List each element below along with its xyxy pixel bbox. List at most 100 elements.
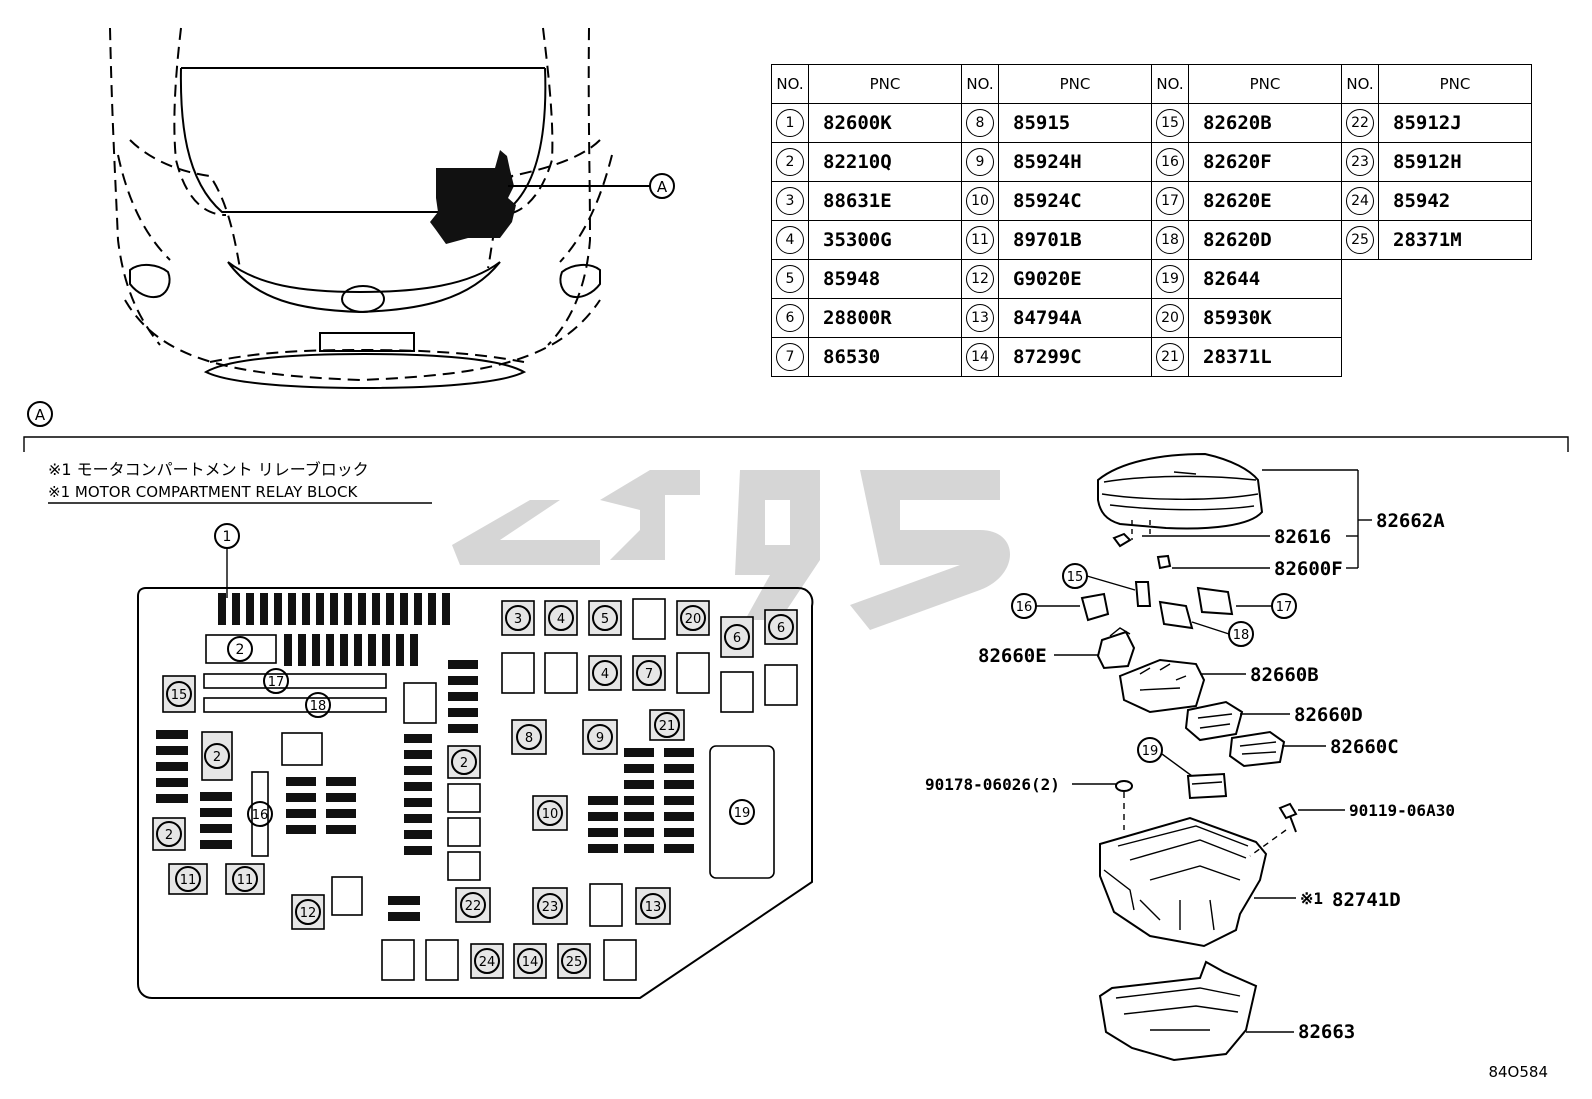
cell-pnc: 87299C xyxy=(998,337,1152,377)
callout-19: 19 xyxy=(1142,744,1159,759)
note-jp: ※1 モータコンパートメント リレーブロック xyxy=(48,460,369,479)
fuse-grid-center xyxy=(286,777,356,834)
cell-no: 12 xyxy=(961,259,999,299)
label-11b: 11 xyxy=(237,873,254,888)
part-number-circle: 15 xyxy=(1156,109,1184,137)
view-marker-a: A xyxy=(657,178,668,196)
cell-no: 10 xyxy=(961,181,999,221)
header-pnc: PNC xyxy=(808,64,962,104)
label-6a: 6 xyxy=(733,631,741,646)
block-mark: ※1 xyxy=(1300,889,1323,908)
cell-no: 20 xyxy=(1151,298,1189,338)
cell-no: 13 xyxy=(961,298,999,338)
exploded-parts: 82662A 82616 82600F 15 16 17 18 82660E 8… xyxy=(925,452,1455,1062)
cell-pnc: 85924H xyxy=(998,142,1152,182)
cell-no: 17 xyxy=(1151,181,1189,221)
cell-empty xyxy=(1342,260,1379,299)
cell-no: 11 xyxy=(961,220,999,260)
part-number-circle: 4 xyxy=(776,226,804,254)
label-15: 15 xyxy=(171,688,188,703)
label-2d: 2 xyxy=(460,756,468,771)
label-24: 24 xyxy=(479,955,496,970)
diagram-code: 84O584 xyxy=(1488,1063,1548,1081)
label-20: 20 xyxy=(685,612,702,627)
fuse-row-second xyxy=(284,634,418,666)
cell-no: 8 xyxy=(961,103,999,143)
cell-pnc: 82644 xyxy=(1188,259,1342,299)
cell-no: 24 xyxy=(1341,181,1379,221)
callout-16: 16 xyxy=(1016,600,1033,615)
part-82662A: 82662A xyxy=(1376,510,1445,532)
cell-empty xyxy=(1379,299,1532,338)
cell-pnc: 82600K xyxy=(808,103,962,143)
part-number-circle: 7 xyxy=(776,343,804,371)
cell-pnc: 85930K xyxy=(1188,298,1342,338)
label-25: 25 xyxy=(566,955,583,970)
part-number-circle: 6 xyxy=(776,304,804,332)
label-9: 9 xyxy=(596,731,604,746)
part-82616: 82616 xyxy=(1274,526,1331,548)
cell-no: 18 xyxy=(1151,220,1189,260)
part-82660D: 82660D xyxy=(1294,704,1363,726)
cell-pnc: 82620B xyxy=(1188,103,1342,143)
cell-pnc: 82620F xyxy=(1188,142,1342,182)
note-en: ※1 MOTOR COMPARTMENT RELAY BLOCK xyxy=(48,483,358,501)
relay-block-layout: 1 2 17 18 xyxy=(137,523,814,999)
cell-no: 2 xyxy=(771,142,809,182)
fuse-grid-right xyxy=(588,748,694,853)
label-19: 19 xyxy=(734,806,751,821)
part-90178: 90178-06026(2) xyxy=(925,775,1060,794)
part-82600F: 82600F xyxy=(1274,558,1343,580)
callout-17: 17 xyxy=(1276,600,1293,615)
label-2b: 2 xyxy=(213,750,221,765)
cell-no: 6 xyxy=(771,298,809,338)
label-18: 18 xyxy=(310,699,327,714)
part-number-circle: 5 xyxy=(776,265,804,293)
part-number-circle: 11 xyxy=(966,226,994,254)
cell-pnc: 85924C xyxy=(998,181,1152,221)
label-14: 14 xyxy=(522,955,539,970)
label-16: 16 xyxy=(252,808,269,823)
part-82660E: 82660E xyxy=(978,645,1047,667)
cell-pnc: 82620E xyxy=(1188,181,1342,221)
cell-pnc: 85915 xyxy=(998,103,1152,143)
part-82741D: 82741D xyxy=(1332,889,1401,911)
header-no: NO. xyxy=(961,64,999,104)
part-number-circle: 22 xyxy=(1346,109,1374,137)
cell-no: 9 xyxy=(961,142,999,182)
section-a-header: A ※1 モータコンパートメント リレーブロック ※1 MOTOR COMPAR… xyxy=(23,401,1569,504)
label-10: 10 xyxy=(542,807,559,822)
cell-pnc: 28800R xyxy=(808,298,962,338)
callout-18: 18 xyxy=(1233,628,1250,643)
header-no: NO. xyxy=(1341,64,1379,104)
cell-pnc: 84794A xyxy=(998,298,1152,338)
cell-no: 16 xyxy=(1151,142,1189,182)
cell-no: 4 xyxy=(771,220,809,260)
label-13: 13 xyxy=(645,900,662,915)
cell-no: 14 xyxy=(961,337,999,377)
part-number-circle: 17 xyxy=(1156,187,1184,215)
part-90119: 90119-06A30 xyxy=(1349,801,1455,820)
part-number-circle: 20 xyxy=(1156,304,1184,332)
header-no: NO. xyxy=(1151,64,1189,104)
cell-no: 7 xyxy=(771,337,809,377)
cell-pnc: 85942 xyxy=(1378,181,1532,221)
label-21: 21 xyxy=(659,719,676,734)
part-number-circle: 9 xyxy=(966,148,994,176)
cell-pnc: 85948 xyxy=(808,259,962,299)
part-number-circle: 18 xyxy=(1156,226,1184,254)
fuse-col-center xyxy=(388,660,478,921)
cell-pnc: 82210Q xyxy=(808,142,962,182)
label-8: 8 xyxy=(525,731,533,746)
cell-no: 25 xyxy=(1341,220,1379,260)
label-5: 5 xyxy=(601,612,609,627)
cell-pnc: 86530 xyxy=(808,337,962,377)
cell-no: 21 xyxy=(1151,337,1189,377)
label-23: 23 xyxy=(542,900,559,915)
